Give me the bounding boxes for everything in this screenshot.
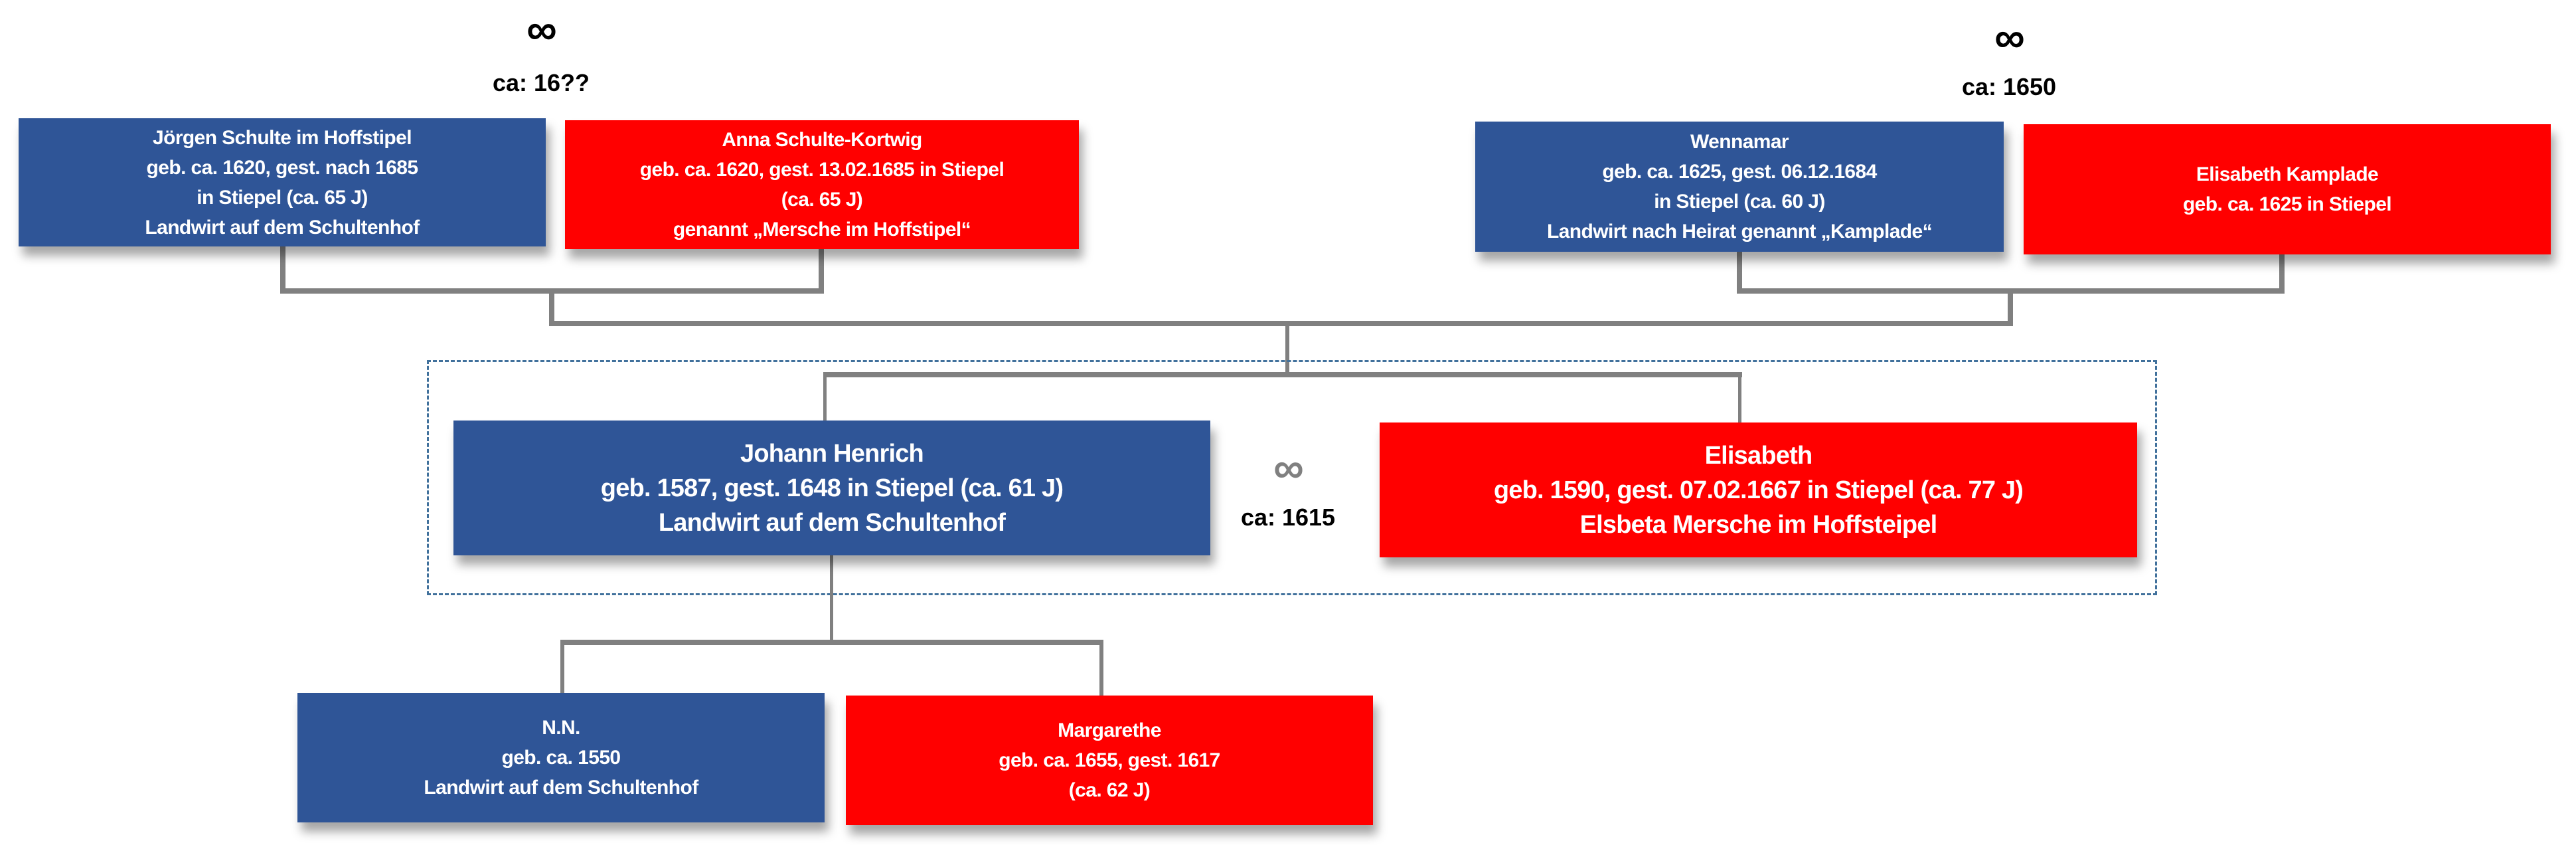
person-detail: Elsbeta Mersche im Hoffsteipel <box>1579 510 1938 539</box>
connector <box>1285 321 1289 377</box>
person-name: Anna Schulte-Kortwig <box>722 129 922 151</box>
person-name: N.N. <box>542 717 580 739</box>
marriage-marker-center: ∞ ca: 1615 <box>1222 446 1354 531</box>
person-detail: geb. ca. 1620, gest. 13.02.1685 in Stiep… <box>639 159 1005 181</box>
connector <box>560 640 564 693</box>
person-name: Wennamar <box>1690 131 1789 153</box>
person-detail: Landwirt nach Heirat genannt „Kamplade“ <box>1546 221 1933 242</box>
person-detail: geb. ca. 1625 in Stiepel <box>2182 193 2392 215</box>
person-detail: geb. 1587, gest. 1648 in Stiepel (ca. 61… <box>600 474 1064 502</box>
person-detail: (ca. 62 J) <box>1068 779 1151 801</box>
person-name: Elisabeth Kamplade <box>2196 163 2379 185</box>
connector <box>823 372 1742 377</box>
person-card-elisabeth[interactable]: Elisabeth geb. 1590, gest. 07.02.1667 in… <box>1380 423 2137 557</box>
connector <box>549 288 554 326</box>
person-name: Johann Henrich <box>740 439 924 468</box>
connector <box>830 555 833 642</box>
connector <box>2279 254 2285 294</box>
person-detail: geb. ca. 1550 <box>501 747 621 769</box>
marriage-marker-right-grandparents: ∞ ca: 1650 <box>1943 16 2075 101</box>
connector <box>2008 288 2013 326</box>
connector <box>560 640 1103 645</box>
person-card-nn[interactable]: N.N. geb. ca. 1550 Landwirt auf dem Schu… <box>297 693 825 822</box>
person-card-joergen[interactable]: Jörgen Schulte im Hoffstipel geb. ca. 16… <box>19 118 546 246</box>
person-detail: geb. ca. 1655, gest. 1617 <box>999 749 1220 771</box>
person-card-johann-henrich[interactable]: Johann Henrich geb. 1587, gest. 1648 in … <box>453 421 1210 555</box>
person-card-margarethe[interactable]: Margarethe geb. ca. 1655, gest. 1617 (ca… <box>846 696 1373 825</box>
marriage-marker-left-grandparents: ∞ ca: 16?? <box>475 8 607 97</box>
connector <box>819 249 824 294</box>
connector <box>823 372 827 422</box>
person-card-elisabeth-kamplade[interactable]: Elisabeth Kamplade geb. ca. 1625 in Stie… <box>2024 124 2551 254</box>
person-name: Jörgen Schulte im Hoffstipel <box>153 126 412 149</box>
person-detail: geb. 1590, gest. 07.02.1667 in Stiepel (… <box>1493 476 2024 504</box>
connector <box>1738 372 1741 424</box>
marriage-date: ca: 16?? <box>492 69 590 96</box>
person-name: Margarethe <box>1058 719 1161 741</box>
connector <box>1099 640 1103 696</box>
person-detail: in Stiepel (ca. 60 J) <box>1654 191 1825 213</box>
marriage-date: ca: 1650 <box>1961 73 2057 100</box>
marriage-rings-icon: ∞ <box>1994 13 2025 61</box>
person-detail: genannt „Mersche im Hoffstipel“ <box>673 219 971 240</box>
marriage-date: ca: 1615 <box>1240 504 1336 531</box>
person-detail: in Stiepel (ca. 65 J) <box>197 186 368 209</box>
connector <box>549 321 2013 326</box>
person-name: Elisabeth <box>1704 441 1813 470</box>
couple-group-frame <box>427 360 2157 595</box>
person-detail: Landwirt auf dem Schultenhof <box>145 216 420 238</box>
person-card-wennamar[interactable]: Wennamar geb. ca. 1625, gest. 06.12.1684… <box>1475 122 2004 252</box>
person-detail: Landwirt auf dem Schultenhof <box>424 777 698 798</box>
connector <box>280 246 285 294</box>
person-detail: (ca. 65 J) <box>781 189 863 211</box>
marriage-rings-icon: ∞ <box>526 5 557 53</box>
person-detail: geb. ca. 1620, gest. nach 1685 <box>146 156 419 179</box>
connector <box>1737 252 1742 294</box>
person-card-anna[interactable]: Anna Schulte-Kortwig geb. ca. 1620, gest… <box>565 120 1079 249</box>
person-detail: geb. ca. 1625, gest. 06.12.1684 <box>1602 161 1877 183</box>
marriage-rings-icon: ∞ <box>1273 444 1304 492</box>
person-detail: Landwirt auf dem Schultenhof <box>658 508 1006 537</box>
